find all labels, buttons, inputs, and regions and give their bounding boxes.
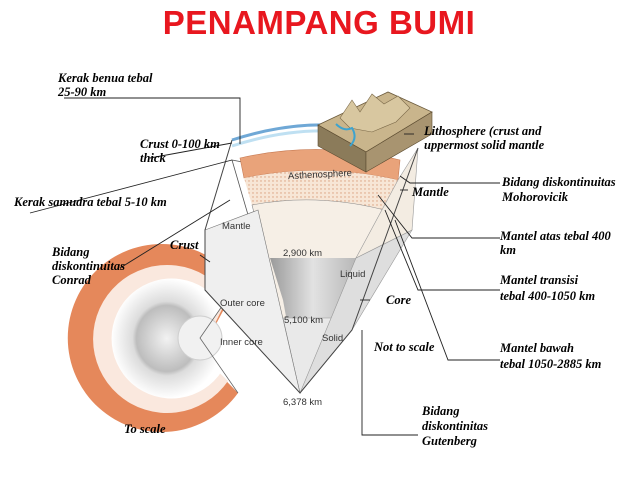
liquid-label: Liquid [340, 269, 365, 280]
gutenberg-label-line3: Gutenberg [422, 434, 477, 448]
lithosphere-label-line1: Lithosphere (crust and [423, 124, 542, 138]
mantle-inner-label: Mantle [222, 221, 251, 232]
to-scale-earth-section [67, 244, 239, 432]
conrad-label-line3: Conrad [52, 273, 92, 287]
crust-thickness-label-line2: thick [140, 151, 166, 165]
asthenosphere-label: Asthenosphere [288, 168, 352, 182]
outer-core-label: Outer core [220, 298, 265, 309]
depth-6378-label: 6,378 km [283, 397, 322, 408]
moho-label-line1: Bidang diskontinuitas [501, 175, 616, 189]
mantel-transisi-label-line2: tebal 400-1050 km [500, 289, 595, 303]
kerak-benua-label-line2: 25-90 km [57, 85, 107, 99]
core-label: Core [386, 293, 411, 307]
conrad-label-line2: diskontinuitas [52, 259, 125, 273]
crust-thickness-label-line1: Crust 0-100 km [140, 137, 220, 151]
inner-core-label: Inner core [220, 337, 263, 348]
moho-label-line2: Mohorovicik [501, 190, 569, 204]
solid-label: Solid [322, 333, 343, 344]
not-to-scale-label: Not to scale [373, 340, 435, 354]
crust-label: Crust [170, 238, 199, 252]
kerak-samudra-label: Kerak samudra tebal 5-10 km [13, 195, 167, 209]
gutenberg-label-line2: diskontinitas [422, 419, 488, 433]
earth-wedge [204, 123, 419, 395]
lithosphere-label-line2: uppermost solid mantle [424, 138, 545, 152]
mantel-bawah-label-line2: tebal 1050-2885 km [500, 357, 602, 371]
mantel-transisi-label-line1: Mantel transisi [499, 273, 579, 287]
mantel-bawah-label-line1: Mantel bawah [499, 341, 574, 355]
depth-5100-label: 5,100 km [284, 315, 323, 326]
conrad-label-line1: Bidang [51, 245, 90, 259]
to-scale-label: To scale [124, 422, 166, 436]
page-title: PENAMPANG BUMI [162, 4, 476, 41]
depth-2900-label: 2,900 km [283, 248, 322, 259]
mantel-atas-label-line2: km [500, 243, 516, 257]
gutenberg-label-line1: Bidang [421, 404, 460, 418]
leader-lines [29, 97, 500, 436]
kerak-benua-label-line1: Kerak benua tebal [57, 71, 153, 85]
mantle-label: Mantle [411, 185, 449, 199]
lithosphere-block [317, 91, 433, 173]
mantel-atas-label-line1: Mantel atas tebal 400 [499, 229, 612, 243]
